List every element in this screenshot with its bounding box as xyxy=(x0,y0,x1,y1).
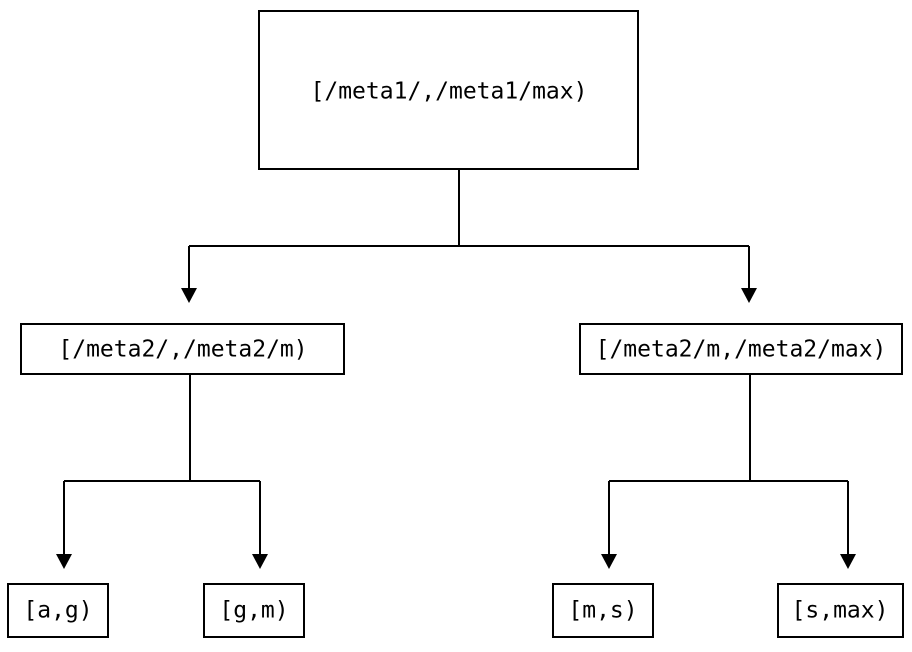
node-leaf-3[interactable]: [m,s) xyxy=(552,583,654,638)
node-mid-left-box[interactable] xyxy=(20,323,345,375)
arrowhead-to-leaf-3 xyxy=(601,554,617,569)
node-leaf-2[interactable]: [g,m) xyxy=(203,583,305,638)
edge-midright-to-leaves-group xyxy=(601,374,856,569)
node-root[interactable]: [/meta1/,/meta1/max) xyxy=(258,10,639,170)
node-leaf-2-box[interactable] xyxy=(203,583,305,638)
arrowhead-to-mid-right xyxy=(741,288,757,303)
node-leaf-3-label: [m,s) xyxy=(568,598,637,624)
node-leaf-4-box[interactable] xyxy=(777,583,904,638)
node-mid-left-label: [/meta2/,/meta2/m) xyxy=(58,337,307,363)
arrowhead-to-leaf-1 xyxy=(56,554,72,569)
arrowhead-to-mid-left xyxy=(181,288,197,303)
arrowhead-to-leaf-4 xyxy=(840,554,856,569)
edge-root-to-mid-group xyxy=(181,169,757,303)
node-root-label: [/meta1/,/meta1/max) xyxy=(311,79,588,105)
node-mid-right-box[interactable] xyxy=(579,323,903,375)
node-mid-left[interactable]: [/meta2/,/meta2/m) xyxy=(20,323,345,375)
node-leaf-4-label: [s,max) xyxy=(792,598,889,624)
node-leaf-1-box[interactable] xyxy=(7,583,109,638)
node-mid-right-label: [/meta2/m,/meta2/max) xyxy=(596,337,887,363)
node-leaf-3-box[interactable] xyxy=(552,583,654,638)
node-leaf-1[interactable]: [a,g) xyxy=(7,583,109,638)
node-leaf-2-label: [g,m) xyxy=(219,598,288,624)
node-leaf-4[interactable]: [s,max) xyxy=(777,583,904,638)
arrowhead-to-leaf-2 xyxy=(252,554,268,569)
node-mid-right[interactable]: [/meta2/m,/meta2/max) xyxy=(579,323,903,375)
node-leaf-1-label: [a,g) xyxy=(23,598,92,624)
edge-midleft-to-leaves-group xyxy=(56,374,268,569)
node-root-box[interactable] xyxy=(258,10,639,170)
